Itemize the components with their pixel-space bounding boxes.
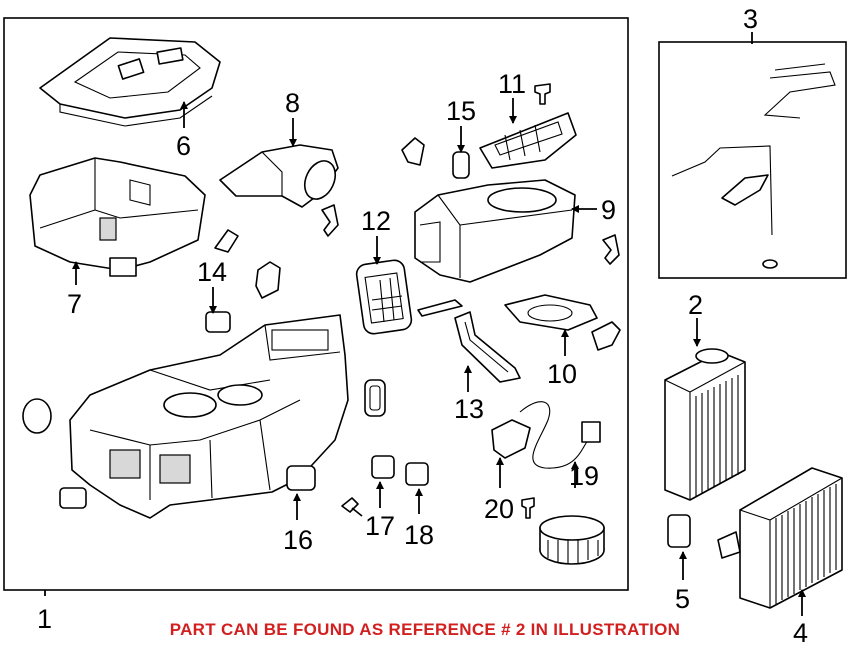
- screw: [341, 497, 363, 517]
- part-14-actuator[interactable]: [205, 311, 231, 333]
- part-3-heater-pipes[interactable]: [671, 63, 836, 269]
- part-13-channel[interactable]: [454, 311, 521, 383]
- ref-label-18: 18: [404, 520, 434, 550]
- gasket: [369, 385, 381, 411]
- part-16-resistor[interactable]: [286, 465, 316, 491]
- main-assembly-frame: [3, 17, 629, 591]
- part-20-connector[interactable]: [491, 419, 531, 459]
- ref-label-13: 13: [454, 394, 484, 424]
- part-17-actuator[interactable]: [371, 455, 395, 479]
- part-4-evaporator[interactable]: [739, 467, 843, 609]
- ref-label-5: 5: [675, 584, 690, 614]
- bracket: [591, 321, 621, 351]
- ref-label-7: 7: [67, 289, 82, 319]
- ref-label-20: 20: [484, 494, 514, 524]
- screw: [521, 497, 535, 519]
- part-5-expansion-valve[interactable]: [667, 514, 691, 548]
- seal-ring: [22, 398, 52, 434]
- part-9-blower-housing[interactable]: [414, 179, 576, 283]
- ref-label-2: 2: [688, 290, 703, 320]
- part-8-duct[interactable]: [219, 144, 341, 208]
- bracket: [255, 261, 281, 299]
- leader-lines: [44, 32, 806, 616]
- ref-label-6: 6: [176, 131, 191, 161]
- part-11-filter-housing[interactable]: [479, 112, 577, 169]
- part-12-filter[interactable]: [355, 259, 413, 335]
- part-18-actuator[interactable]: [405, 462, 429, 486]
- small-seal: [214, 229, 239, 253]
- ref-label-10: 10: [547, 359, 577, 389]
- part-6-upper-cover[interactable]: [39, 37, 221, 127]
- ref-label-9: 9: [601, 195, 616, 225]
- ref-label-4: 4: [793, 618, 808, 648]
- ref-label-8: 8: [285, 88, 300, 118]
- clip: [321, 204, 339, 237]
- blower-motor[interactable]: [539, 515, 605, 565]
- reference-numbers: 1 2 3 4 5 6 7 8 9 10 11 12 13 14 15 16 1…: [37, 4, 808, 648]
- fitting: [717, 531, 741, 559]
- ref-label-17: 17: [365, 511, 395, 541]
- clip: [401, 137, 425, 166]
- part-7-lower-case[interactable]: [29, 157, 206, 277]
- screw: [534, 83, 551, 105]
- heater-core-pipe-frame: [658, 41, 847, 279]
- part-10-plate[interactable]: [504, 294, 598, 331]
- part-19-wiring-harness[interactable]: [519, 401, 601, 469]
- part-15-seal[interactable]: [452, 151, 470, 179]
- ref-label-19: 19: [569, 461, 599, 491]
- ref-label-16: 16: [283, 525, 313, 555]
- ref-label-11: 11: [498, 69, 526, 99]
- seal-block: [59, 487, 87, 509]
- ref-label-14: 14: [197, 257, 227, 287]
- part-1-main-housing[interactable]: [69, 314, 349, 519]
- ref-label-1: 1: [37, 604, 52, 634]
- clip: [602, 234, 620, 265]
- ref-label-3: 3: [743, 4, 758, 34]
- bracket: [417, 299, 463, 317]
- ref-label-15: 15: [446, 96, 476, 126]
- reference-note: PART CAN BE FOUND AS REFERENCE # 2 IN IL…: [169, 620, 681, 639]
- part-2-heater-core[interactable]: [664, 348, 746, 501]
- gasket: [364, 379, 386, 417]
- ref-label-12: 12: [361, 206, 391, 236]
